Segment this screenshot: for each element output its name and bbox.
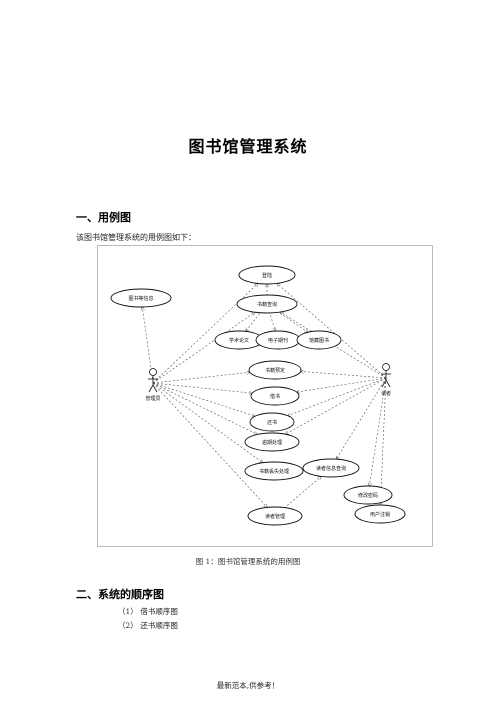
- use-case-label: 修改密码: [358, 492, 378, 499]
- use-case-ellipse: [110, 288, 172, 308]
- dependency-line: [152, 382, 257, 434]
- use-case-logout: 用户注销: [354, 504, 406, 524]
- list-item: （1） 借书顺序图: [118, 606, 178, 617]
- use-case-label: 还书: [267, 419, 277, 426]
- actor-legs: [148, 384, 158, 393]
- dependency-line: [297, 377, 387, 392]
- use-case-changepwd: 修改密码: [343, 485, 393, 505]
- use-case-ellipse: [238, 265, 296, 285]
- use-case-login: 登陆: [238, 265, 296, 285]
- section-heading-sequence: 二、系统的顺序图: [76, 588, 164, 601]
- document-title: 图书馆管理系统: [188, 137, 308, 156]
- list-item-number: （2）: [118, 621, 138, 630]
- use-case-ellipse: [244, 432, 300, 452]
- use-case-ellipse: [249, 412, 295, 432]
- use-case-label: 逾期处理: [262, 439, 282, 446]
- use-case-bookinfo: 图书等信息: [110, 288, 172, 308]
- use-case-reserve: 书籍预定: [248, 360, 302, 380]
- dependency-line: [152, 312, 255, 384]
- use-case-ellipse: [244, 461, 304, 481]
- use-case-label: 登陆: [262, 272, 272, 279]
- dependency-line: [277, 283, 387, 379]
- use-case-readermgmt: 读者管理: [247, 506, 303, 526]
- use-case-ellipse: [296, 330, 342, 350]
- use-case-label: 书籍预定: [265, 367, 285, 374]
- dependency-line: [288, 377, 387, 416]
- dependency-line: [152, 382, 267, 507]
- use-case-lost: 书籍丢失处理: [244, 461, 304, 481]
- dependency-line: [336, 377, 387, 459]
- dependency-line: [152, 372, 250, 384]
- actor-head: [382, 363, 390, 371]
- actor-label: 读者: [381, 390, 391, 397]
- actor-legs: [381, 379, 391, 388]
- use-case-overdue: 逾期处理: [244, 432, 300, 452]
- use-case-label: 读者信息查询: [316, 465, 346, 472]
- list-item: （2） 还书顺序图: [118, 620, 178, 631]
- page-footer: 最新范本,供参考！: [216, 681, 280, 690]
- use-case-label: 学术论文: [229, 337, 249, 344]
- use-case-label: 读者管理: [265, 513, 285, 520]
- list-item-text: 借书顺序图: [140, 607, 178, 616]
- dependency-line: [301, 371, 387, 379]
- use-case-label: 馆藏图书: [309, 337, 329, 344]
- use-case-borrow: 借书: [250, 386, 300, 406]
- actor-label: 管理员: [145, 395, 160, 402]
- dependency-line: [280, 312, 387, 379]
- use-case-label: 借书: [270, 393, 280, 400]
- use-case-collection: 馆藏图书: [296, 330, 342, 350]
- use-case-ejournal: 电子期刊: [255, 330, 301, 350]
- list-item-text: 还书顺序图: [140, 621, 178, 630]
- use-case-readerquery: 读者信息查询: [302, 458, 360, 478]
- section-heading-use-case: 一、用例图: [76, 211, 131, 224]
- dependency-line: [152, 382, 263, 463]
- use-case-ellipse: [302, 458, 360, 478]
- use-case-label: 书籍丢失处理: [259, 468, 289, 475]
- use-case-label: 用户注销: [370, 511, 390, 518]
- use-case-label: 电子期刊: [268, 337, 288, 344]
- section-intro-text: 该图书馆管理系统的用例图如下：: [76, 233, 196, 242]
- use-case-ellipse: [236, 294, 298, 314]
- list-item-number: （1）: [118, 607, 138, 616]
- use-case-ellipse: [343, 485, 393, 505]
- use-case-ellipse: [247, 506, 303, 526]
- actor-reader: 读者: [381, 363, 391, 397]
- use-case-return: 还书: [249, 412, 295, 432]
- figure-caption: 图 1：图书馆管理系统的用例图: [195, 557, 301, 566]
- use-case-search: 书籍查询: [236, 294, 298, 314]
- dependency-line: [152, 382, 255, 416]
- actor-head: [149, 368, 157, 376]
- dependency-line: [285, 377, 387, 434]
- use-case-label: 图书等信息: [128, 295, 153, 302]
- use-case-ellipse: [248, 360, 302, 380]
- use-case-ellipse: [354, 504, 406, 524]
- use-case-ellipse: [250, 386, 300, 406]
- use-case-diagram: 登陆书籍查询 图书等信息学术论文 电子期刊 馆藏图书书籍预定借书还书逾期处理书籍丢失处…: [97, 245, 433, 547]
- actor-admin: 管理员: [145, 368, 161, 402]
- dependency-line: [152, 382, 252, 393]
- use-case-label: 书籍查询: [257, 301, 277, 308]
- dependency-line: [380, 377, 387, 505]
